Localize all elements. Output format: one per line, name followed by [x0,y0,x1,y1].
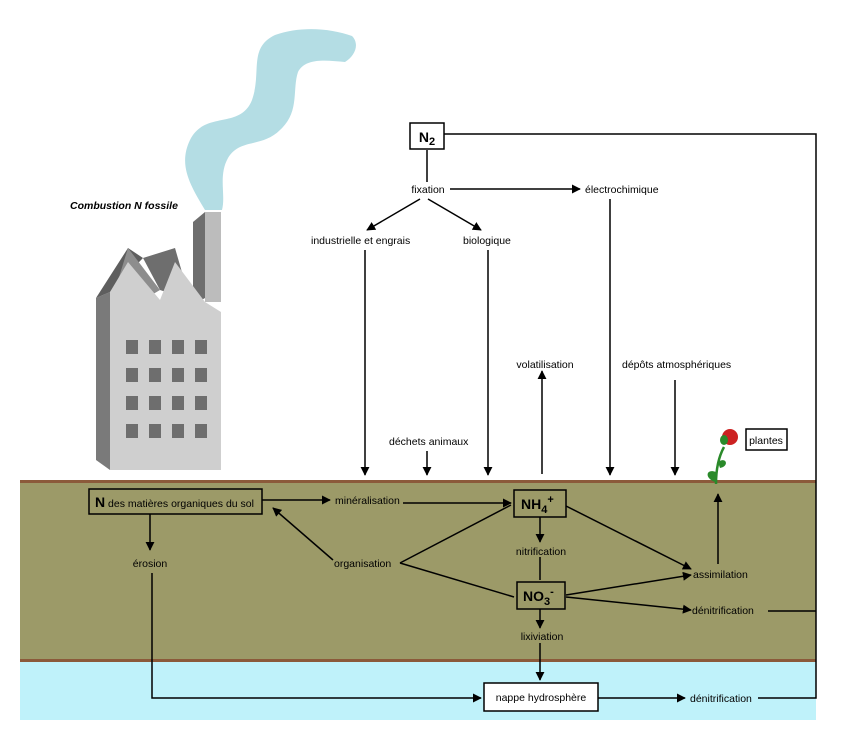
mineralisation-label: minéralisation [335,495,400,507]
depots-label: dépôts atmosphériques [622,359,731,371]
nappe-label: nappe hydrosphère [496,692,587,704]
n2-label: N2 [419,129,435,148]
water-layer [20,661,816,720]
plantes-box [745,428,788,451]
no3-box [516,581,566,610]
nitrification-label: nitrification [516,546,566,558]
flower-icon [707,429,738,485]
erosion-label: érosion [133,558,168,570]
dechets-label: déchets animaux [389,436,469,448]
nh4-box [513,489,567,518]
nappe-box [483,682,599,712]
biologique-label: biologique [463,235,511,247]
water-surface-line [20,659,816,662]
n2-box [409,122,445,150]
fixation-label: fixation [411,184,444,196]
industrielle-label: industrielle et engrais [311,235,410,247]
no3-label: NO3- [523,586,554,608]
volatilisation-label: volatilisation [516,359,573,371]
soil-n-label: N des matières organiques du sol [95,494,254,510]
assimilation-label: assimilation [693,569,748,581]
lixiviation-label: lixiviation [521,631,564,643]
organisation-label: organisation [334,558,391,570]
plantes-label: plantes [749,435,783,447]
electrochimique-label: électrochimique [585,184,659,196]
flow-arrows [145,133,817,703]
combustion-label: Combustion N fossile [70,200,178,212]
soil-surface-line [20,480,816,483]
soil-n-box [88,488,263,515]
denitrification-soil-label: dénitrification [692,605,754,617]
denitrification-water-label: dénitrification [690,693,752,705]
nh4-label: NH4+ [521,494,554,516]
smoke-plume-icon [185,29,356,210]
factory-icon [96,212,221,470]
